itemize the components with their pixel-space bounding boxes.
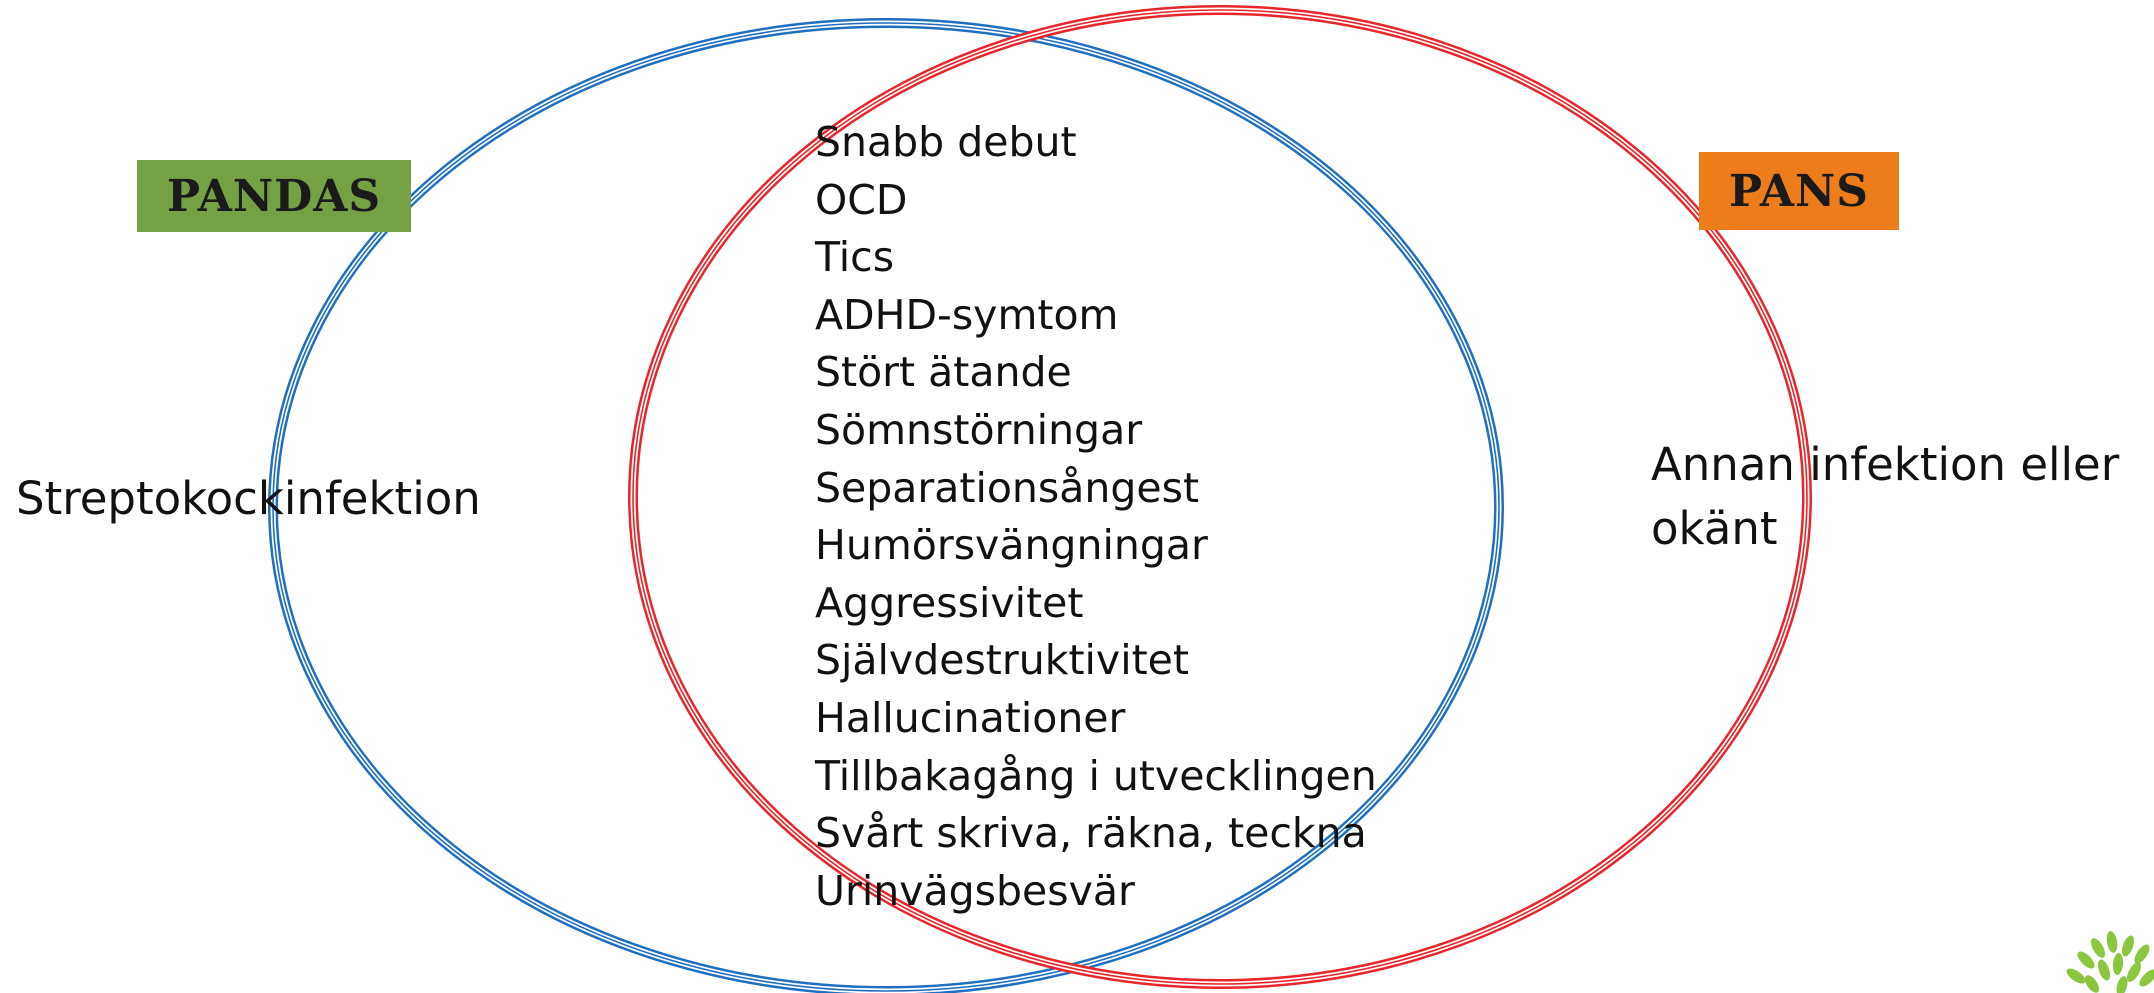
pans-tag-label: PANS [1728, 165, 1870, 217]
symptom-item: Aggressivitet [815, 578, 1084, 627]
pandas-cause-label: Streptokockinfektion [16, 467, 481, 531]
pans-cause-label: Annan infektion eller okänt [1651, 433, 2119, 561]
symptom-item: Urinvägsbesvär [815, 866, 1135, 915]
pandas-tag: PANDAS [137, 160, 411, 232]
symptom-item: Stört ätande [815, 348, 1072, 397]
symptom-item: Sömnstörningar [815, 405, 1143, 454]
symptom-item: Självdestruktivitet [815, 636, 1189, 685]
symptom-item: ADHD-symtom [815, 290, 1119, 339]
shared-symptom-list: Snabb debut OCD Tics ADHD-symtom Stört ä… [815, 114, 1377, 920]
symptom-item: Snabb debut [815, 118, 1077, 166]
pans-tag: PANS [1699, 152, 1899, 230]
leaf-cluster-icon [2066, 931, 2154, 993]
symptom-item: Tillbakagång i utvecklingen [815, 751, 1377, 800]
pans-circle [628, 5, 1812, 989]
pandas-circle [268, 18, 1504, 993]
symptom-item: Humörsvängningar [815, 521, 1208, 570]
symptom-item: Separationsångest [815, 463, 1200, 512]
pans-cause-line-2: okänt [1651, 502, 1778, 555]
symptom-item: Hallucinationer [815, 693, 1126, 742]
pandas-tag-label: PANDAS [166, 170, 382, 222]
pans-cause-line-1: Annan infektion eller [1651, 438, 2120, 491]
symptom-item: OCD [815, 175, 908, 224]
symptom-item: Tics [815, 233, 895, 282]
pandas-cause-text: Streptokockinfektion [16, 472, 481, 525]
symptom-item: Svårt skriva, räkna, teckna [815, 809, 1367, 858]
